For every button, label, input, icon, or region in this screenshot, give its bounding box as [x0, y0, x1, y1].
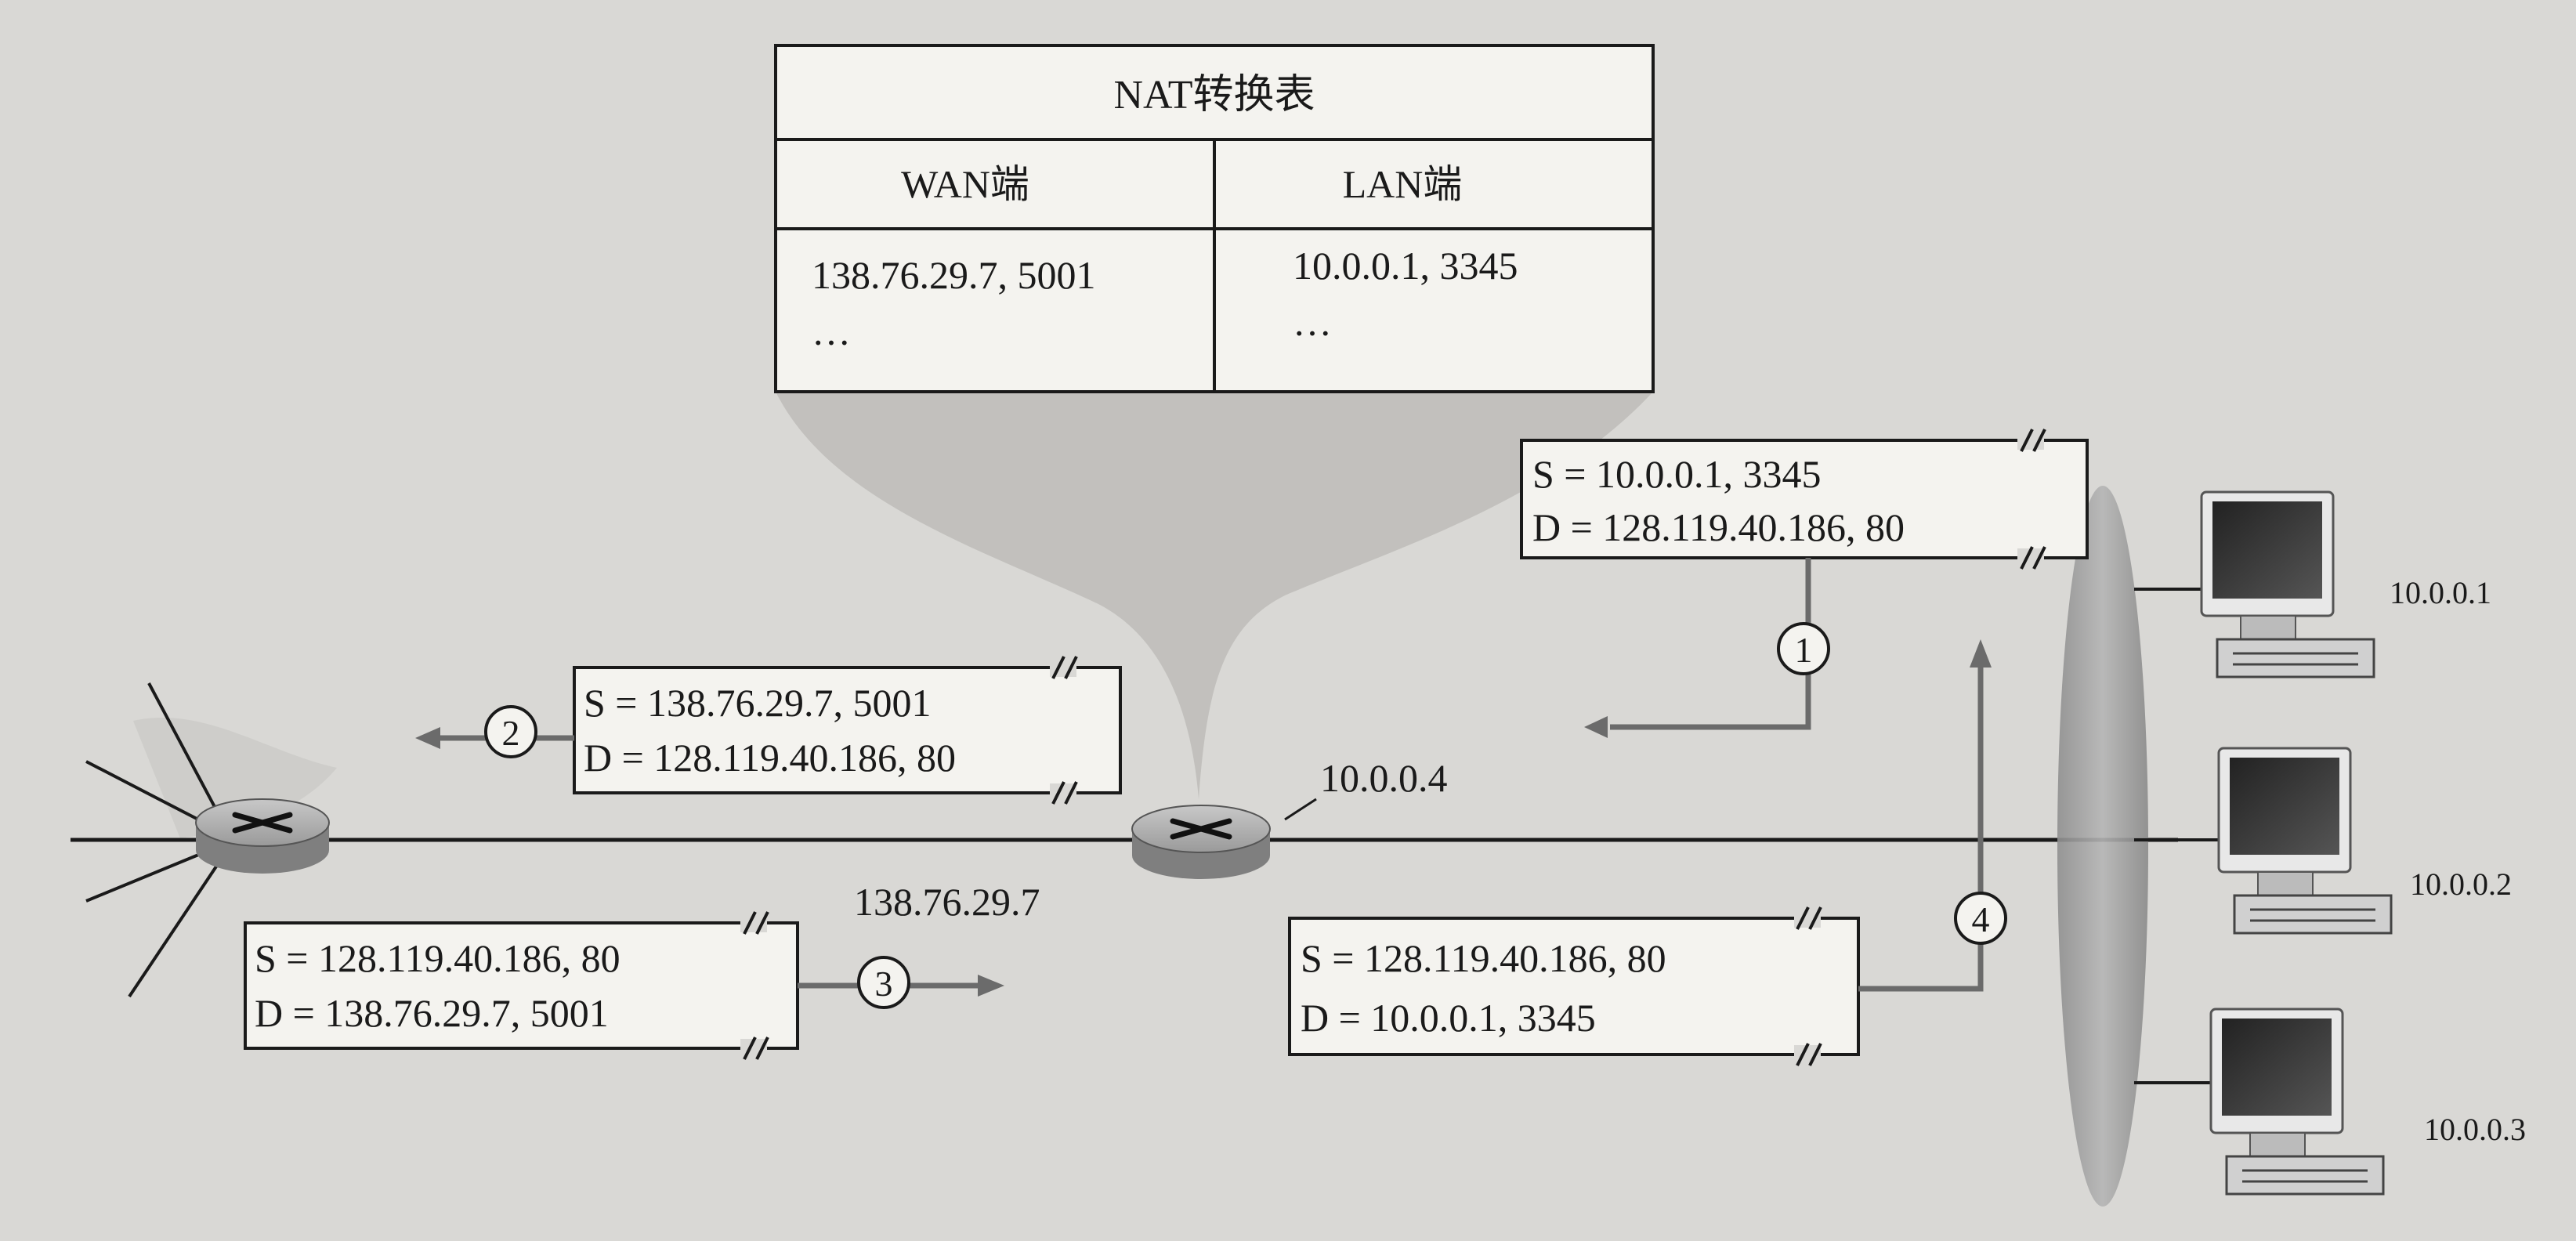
nat-table-lan-ellipsis: … [1293, 300, 1332, 344]
step-1-label: 1 [1795, 630, 1813, 670]
lan-segment [2057, 486, 2148, 1207]
host-computer-3-icon [2209, 1008, 2385, 1196]
step-2-marker [484, 705, 537, 758]
packet-2: S = 138.76.29.7, 5001 D = 128.119.40.186… [415, 656, 1122, 805]
step-3-label: 3 [875, 964, 893, 1004]
step-4-marker [1954, 892, 2007, 945]
router-wan-ip: 138.76.29.7 [854, 880, 1040, 924]
packet-2-destination: D = 128.119.40.186, 80 [584, 736, 956, 780]
packet-4-destination: D = 10.0.0.1, 3345 [1301, 996, 1596, 1040]
nat-table-wan-entry: 138.76.29.7, 5001 [812, 253, 1096, 297]
nat-table-col-lan: LAN端 [1343, 162, 1463, 206]
lan-ip-leader [1284, 798, 1317, 821]
packet-3-destination: D = 138.76.29.7, 5001 [255, 991, 609, 1035]
host-computer-1-icon [2200, 490, 2375, 678]
packet-4-source: S = 128.119.40.186, 80 [1301, 936, 1666, 980]
host-links [2134, 588, 2225, 1084]
packet-1-destination: D = 128.119.40.186, 80 [1532, 505, 1905, 549]
packet-1: S = 10.0.0.1, 3345 D = 128.119.40.186, 8… [1520, 429, 2089, 738]
packet-2-source: S = 138.76.29.7, 5001 [584, 681, 932, 725]
nat-table-lan-entry: 10.0.0.1, 3345 [1293, 244, 1518, 288]
host-computer-2-icon [2217, 747, 2393, 935]
packet-3: S = 128.119.40.186, 80 D = 138.76.29.7, … [244, 911, 1004, 1060]
packet-4: S = 128.119.40.186, 80 D = 10.0.0.1, 334… [1288, 639, 2007, 1066]
step-1-marker [1777, 622, 1830, 675]
step-3-marker [857, 956, 910, 1009]
host-3-ip: 10.0.0.3 [2424, 1112, 2526, 1147]
packet-1-source: S = 10.0.0.1, 3345 [1532, 452, 1822, 496]
nat-table-wan-ellipsis: … [812, 309, 851, 353]
host-1-ip: 10.0.0.1 [2390, 575, 2491, 610]
nat-router-icon [1131, 805, 1271, 879]
internet-router-icon [195, 798, 330, 874]
step-4-label: 4 [1972, 899, 1990, 939]
nat-table-title: NAT转换表 [1113, 73, 1315, 118]
step-2-label: 2 [502, 713, 520, 753]
table-callout-shade [776, 392, 1653, 799]
nat-table: NAT转换表 WAN端 LAN端 138.76.29.7, 5001 10.0.… [774, 44, 1655, 393]
packet-3-source: S = 128.119.40.186, 80 [255, 936, 620, 980]
host-2-ip: 10.0.0.2 [2410, 867, 2512, 902]
nat-table-col-wan: WAN端 [901, 162, 1029, 206]
router-lan-ip: 10.0.0.4 [1320, 756, 1448, 800]
